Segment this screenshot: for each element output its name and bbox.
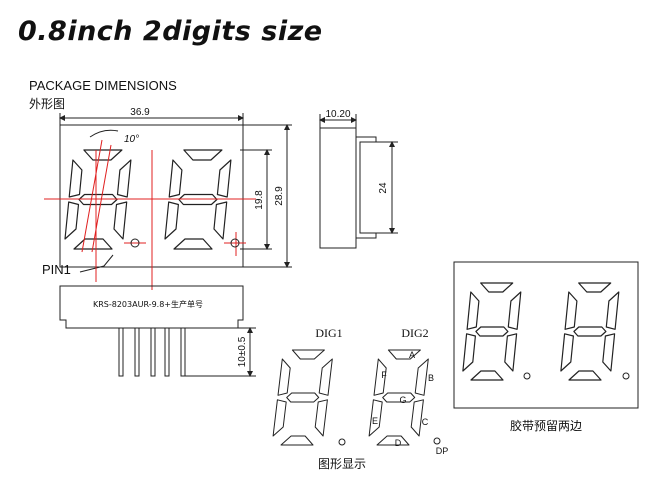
part-label: KRS-8203AUR-9.8+生产单号 [93, 299, 203, 309]
height-dim-text: 28.9 [274, 186, 285, 206]
angle-text: 10° [124, 134, 139, 145]
segment-label-b: B [428, 373, 434, 383]
dig2-digit-segment-c [410, 399, 424, 437]
pin-3 [150, 327, 156, 377]
panel-digits [462, 282, 620, 381]
dig1-digit-segment-d [280, 435, 314, 446]
pin-1 [118, 327, 124, 377]
pin-4 [164, 327, 170, 377]
panel-digit-2-segment-e [560, 333, 575, 372]
panel-digit-2-segment-g [573, 326, 607, 337]
panel-digit-2-segment-b [605, 291, 620, 330]
pin1-label: PIN1 [42, 262, 71, 277]
front-digit-1-segment-a [83, 149, 123, 161]
page-title: 0.8inch 2digits size [18, 16, 323, 47]
front-dp-1 [130, 238, 140, 248]
pin-length-dim-text: 10±0.5 [237, 336, 248, 367]
front-digit-2-segment-f [168, 159, 183, 198]
dig2-digit-segment-g [382, 392, 416, 403]
segment-digits [272, 349, 429, 446]
segment-label-f: F [381, 370, 387, 380]
dig1-digit-segment-f [277, 358, 291, 396]
side-view [319, 114, 398, 249]
dig2-digit-segment-d [376, 435, 410, 446]
angle-arc [89, 129, 119, 138]
segment-label-c: C [422, 417, 429, 427]
front-digit-1-segment-e [64, 201, 80, 240]
front-digit-2-segment-b [216, 159, 232, 198]
package-dimensions-label-cn: 外形图 [29, 97, 66, 111]
front-digit-2-segment-e [164, 201, 179, 240]
front-digit-2-segment-c [213, 201, 228, 240]
panel-dp-1 [523, 372, 531, 380]
dig1-dp [338, 438, 346, 446]
digit-height-dim-text: 19.8 [254, 190, 265, 210]
pin-2 [134, 327, 140, 377]
guide-slant-2 [91, 144, 112, 253]
side-flange [356, 136, 377, 239]
panel-digit-2-segment-a [578, 282, 612, 293]
front-digit-1-segment-c [113, 201, 128, 240]
front-dp-2 [230, 238, 240, 248]
package-dimensions-label: PACKAGE DIMENSIONS [29, 78, 177, 93]
dp-label: DP [436, 446, 449, 456]
panel-dp-2 [622, 372, 630, 380]
guide-slant-1 [81, 139, 103, 253]
pin-5 [180, 327, 186, 377]
pin1-leader [79, 254, 114, 273]
dig2-digit-segment-e [368, 399, 383, 437]
segment-label-d: D [395, 438, 402, 448]
panel-outline [453, 261, 639, 409]
dig2-digit-segment-a [387, 349, 421, 360]
panel-digit-1-segment-b [507, 291, 522, 330]
panel-digit-1-segment-d [470, 370, 504, 381]
depth-dim-text: 10.20 [325, 109, 350, 120]
dig2-digit-segment-f [373, 358, 387, 396]
bottom-view [59, 285, 256, 377]
dig1-label: DIG1 [315, 326, 342, 340]
front-digit-2-segment-d [173, 238, 213, 250]
panel-digit-2-segment-c [602, 333, 616, 372]
panel-digit-1-segment-c [504, 333, 518, 372]
front-digit-1-segment-b [116, 159, 132, 198]
panel-digit-2-segment-f [564, 291, 578, 330]
dig2-dp [433, 437, 441, 445]
front-view [59, 113, 292, 273]
segment-label-g: G [399, 395, 406, 405]
dig1-digit-segment-c [314, 399, 328, 437]
side-height-dim-text: 24 [378, 182, 389, 194]
segment-caption: 图形显示 [318, 457, 366, 471]
dig2-digit-segment-b [414, 358, 429, 396]
segment-label-a: A [409, 350, 415, 360]
front-digit-1-segment-d [73, 238, 113, 250]
guide-lines [44, 139, 256, 290]
panel-digit-1-segment-a [480, 282, 514, 293]
width-dim-text: 36.9 [130, 107, 150, 118]
dig1-digit-segment-b [318, 358, 333, 396]
front-digit-1-segment-f [68, 159, 83, 198]
front-digits [64, 149, 232, 250]
panel-digit-1-segment-e [462, 333, 476, 372]
panel-digit-1-segment-g [475, 326, 509, 337]
dig2-label: DIG2 [401, 326, 428, 340]
panel-digit-1-segment-f [466, 291, 480, 330]
segment-label-e: E [372, 416, 378, 426]
panel-caption: 胶带预留两边 [510, 418, 582, 433]
dig1-digit-segment-e [272, 399, 287, 437]
dig1-digit-segment-a [291, 349, 325, 360]
side-body-outline [319, 127, 357, 249]
front-digit-2-segment-a [183, 149, 223, 161]
dig1-digit-segment-g [286, 392, 320, 403]
panel-digit-2-segment-d [568, 370, 602, 381]
